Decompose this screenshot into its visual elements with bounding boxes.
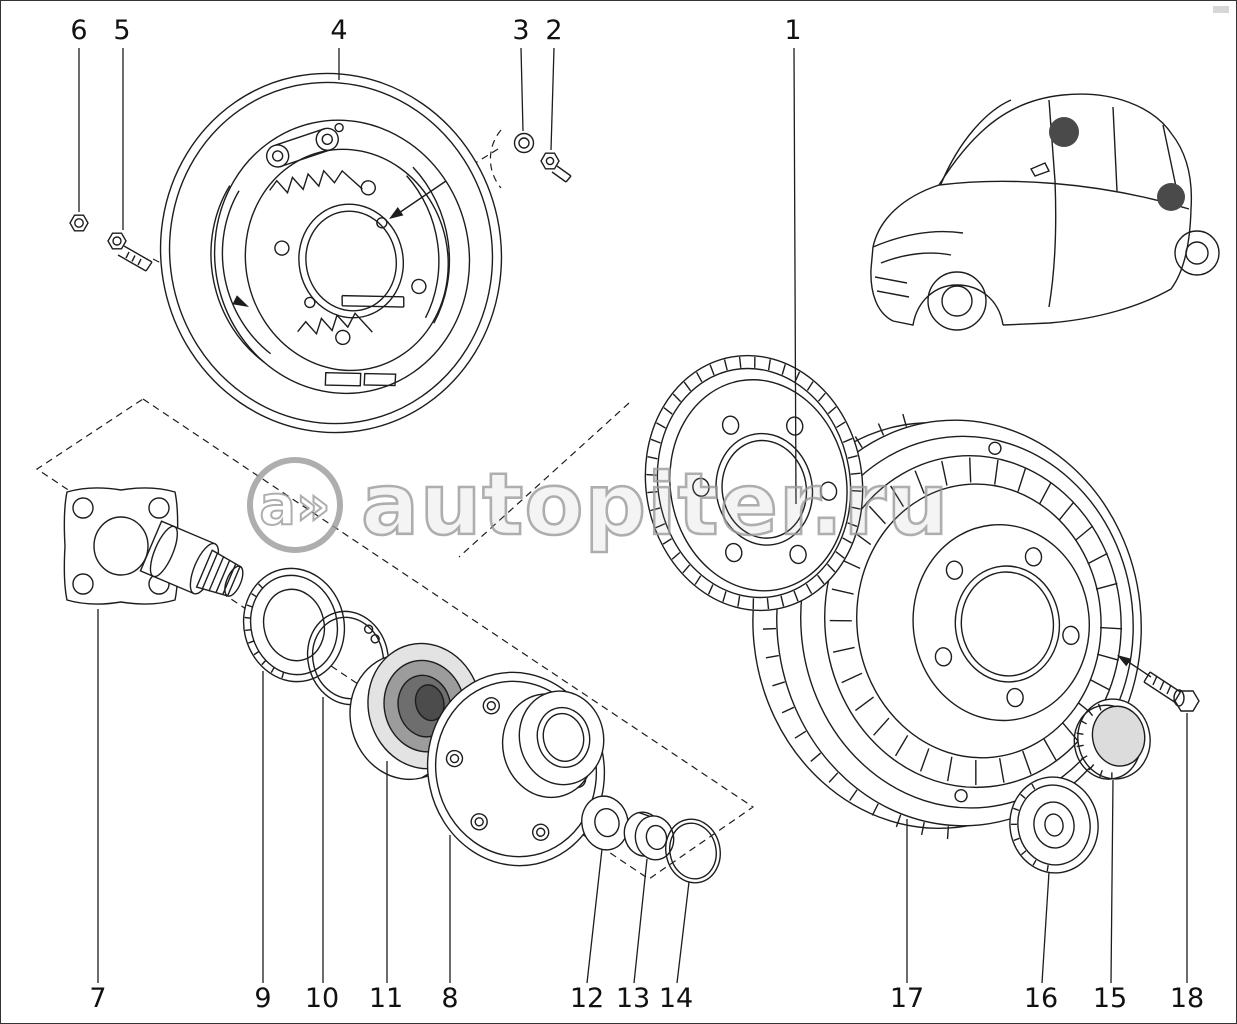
callout-label-1: 1 [784,15,802,46]
mirror [1030,162,1050,177]
washer-part-12 [581,795,629,851]
callout-label-13: 13 [615,983,651,1014]
return-spring [269,169,363,195]
beltline [938,180,1190,210]
callout-label-17: 17 [889,983,925,1014]
nut-part-6 [69,214,89,232]
bolt-part-18 [1143,671,1200,712]
wheel-cylinder [265,122,344,168]
washer-part-3 [513,132,535,154]
axle-nut-part-13 [623,811,675,861]
callout-label-3: 3 [512,15,530,46]
cap-knurl [1076,703,1113,780]
hub-part-8 [426,671,606,867]
axle-hub-part-7 [63,487,244,605]
callout-label-18: 18 [1169,983,1205,1014]
bolt-part-5 [107,232,153,272]
brake-backing-plate-part-4 [159,72,503,434]
callout-label-9: 9 [254,983,272,1014]
drum-vents [829,457,1123,786]
o-ring-part-14 [665,818,721,884]
leader-lines [78,47,1188,984]
location-marker [1049,117,1079,147]
brake-drum-part-17 [752,413,1142,840]
callout-label-10: 10 [304,983,340,1014]
location-marker [1157,183,1185,211]
callout-label-6: 6 [70,15,88,46]
hub-cap-part-15 [1073,698,1151,780]
abs-rotor-part-1 [644,354,864,612]
front-wheel [927,271,987,331]
windshield-line [940,99,1012,185]
callout-label-11: 11 [368,983,404,1014]
callout-label-15: 15 [1092,983,1128,1014]
callout-label-16: 16 [1023,983,1059,1014]
callout-label-4: 4 [330,15,348,46]
cap-knurl [1010,783,1049,872]
grease-cap-part-16 [1009,776,1099,874]
seal-hatch [244,583,285,679]
callout-label-2: 2 [545,15,563,46]
brake-shoe-right [412,166,451,324]
callout-label-8: 8 [441,983,459,1014]
scan-artifact [1213,6,1229,13]
rear-wheel [1174,230,1220,276]
callout-label-12: 12 [569,983,605,1014]
callout-label-5: 5 [113,15,131,46]
seal-ring-part-9 [242,567,346,683]
callout-label-7: 7 [89,983,107,1014]
bolt-part-2 [540,152,572,183]
adjuster-strut [342,294,404,298]
door-line [1048,180,1057,308]
brake-shoe-left [210,185,265,363]
car-illustration [870,93,1220,331]
abs-teeth [646,356,862,610]
callout-label-14: 14 [658,983,694,1014]
lower-spring [297,312,373,336]
arrowheads [232,207,1132,667]
stub-axle-shaft [139,520,244,597]
